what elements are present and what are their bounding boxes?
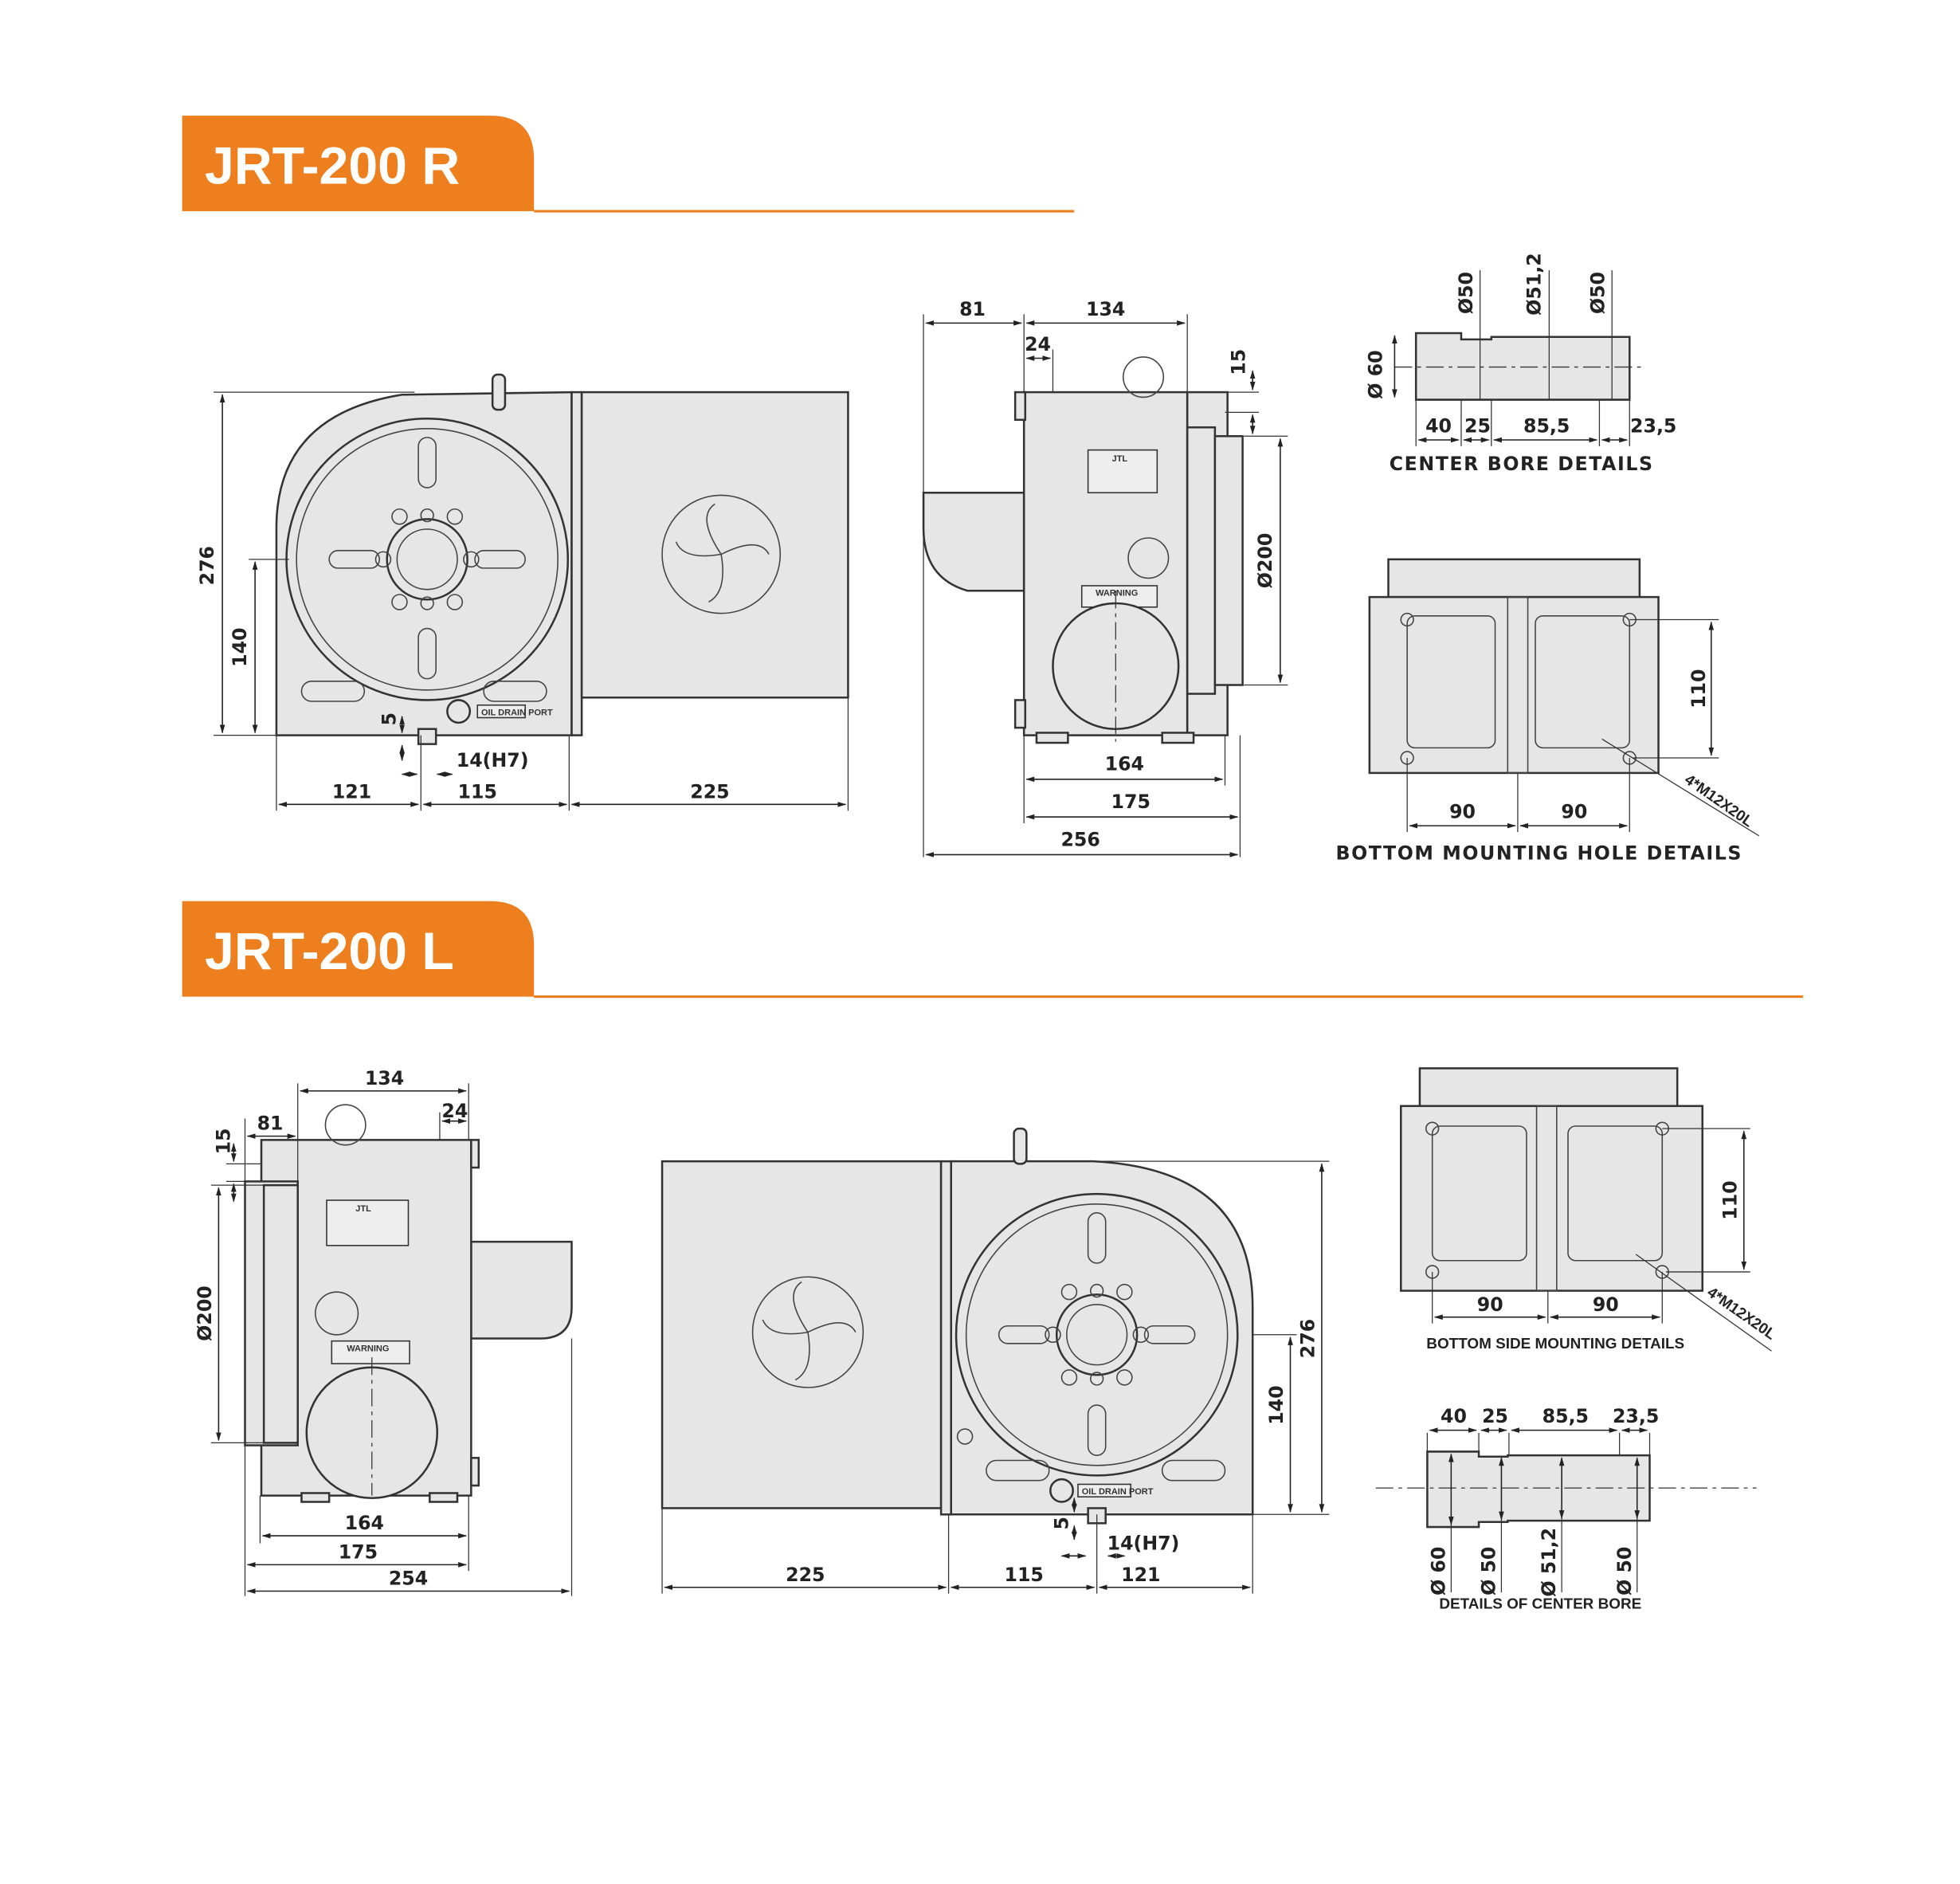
dim-175: 175 xyxy=(1111,791,1151,813)
dim-dia50-b: Ø 50 xyxy=(1613,1547,1636,1596)
dim-14h7: 14(H7) xyxy=(457,749,529,771)
hole-spec: 4*M12X20L xyxy=(1704,1284,1779,1343)
l-front-view: OIL DRAIN PORT xyxy=(661,1127,1254,1525)
dim-85-5: 85,5 xyxy=(1523,415,1570,438)
hole-spec: 4*M12X20L xyxy=(1681,771,1756,830)
dim-dia51-2: Ø 51,2 xyxy=(1538,1528,1560,1597)
caption-center-bore: CENTER BORE DETAILS xyxy=(1390,453,1654,475)
oil-drain-label: OIL DRAIN PORT xyxy=(1082,1487,1154,1497)
dim-25: 25 xyxy=(1482,1405,1508,1427)
dim-90-right: 90 xyxy=(1561,801,1587,823)
dim-81: 81 xyxy=(257,1113,284,1135)
header-jrt-200-r: JRT-200 R xyxy=(182,116,1075,213)
dim-dia60: Ø 60 xyxy=(1365,350,1387,398)
warning-label: WARNING xyxy=(347,1344,389,1353)
dim-115: 115 xyxy=(458,780,497,803)
l-side-dimensions: 134 81 24 15 Ø200 164 175 254 xyxy=(194,1067,573,1596)
dim-164: 164 xyxy=(1105,753,1144,775)
dim-dia51-2: Ø51,2 xyxy=(1523,253,1545,315)
dim-115: 115 xyxy=(1005,1564,1044,1586)
dim-14h7: 14(H7) xyxy=(1107,1532,1180,1554)
dim-90-left: 90 xyxy=(1477,1293,1503,1316)
dim-15: 15 xyxy=(213,1128,235,1154)
dim-140: 140 xyxy=(1265,1385,1288,1424)
dim-134: 134 xyxy=(365,1067,404,1089)
dim-dia50-a: Ø 50 xyxy=(1478,1547,1500,1596)
r-bottom-mounting-detail: 110 90 90 4*M12X20L BOTTOM MOUNTING HOLE… xyxy=(1336,558,1760,865)
dim-24: 24 xyxy=(1025,333,1051,355)
dim-276: 276 xyxy=(1296,1319,1319,1358)
dim-276: 276 xyxy=(196,546,218,585)
header-tab xyxy=(182,116,535,212)
dim-175: 175 xyxy=(339,1541,378,1563)
model-title: JRT-200 L xyxy=(205,922,454,981)
dim-5: 5 xyxy=(1050,1517,1072,1529)
l-side-view: JTL WARNING xyxy=(244,1104,573,1503)
nameplate-brand: JTL xyxy=(355,1204,371,1214)
r-side-dimensions: 81 134 24 15 Ø200 164 175 256 xyxy=(923,298,1288,858)
dim-110: 110 xyxy=(1719,1180,1741,1219)
dim-40: 40 xyxy=(1441,1405,1467,1427)
dim-121: 121 xyxy=(1121,1564,1160,1586)
dim-85-5: 85,5 xyxy=(1543,1405,1589,1427)
warning-label: WARNING xyxy=(1096,589,1138,599)
dim-23-5: 23,5 xyxy=(1613,1405,1659,1427)
oil-drain-label: OIL DRAIN PORT xyxy=(481,708,553,717)
dim-15: 15 xyxy=(1228,349,1250,375)
dim-dia200: Ø200 xyxy=(1254,533,1276,588)
dim-dia200: Ø200 xyxy=(194,1285,216,1340)
header-jrt-200-l: JRT-200 L xyxy=(182,901,1803,999)
dim-90-right: 90 xyxy=(1593,1293,1619,1316)
l-bottom-mounting-detail: 110 90 90 4*M12X20L BOTTOM SIDE MOUNTING… xyxy=(1400,1067,1779,1352)
dim-164: 164 xyxy=(345,1512,384,1534)
dim-81: 81 xyxy=(959,298,986,320)
dim-140: 140 xyxy=(229,628,251,667)
l-front-dimensions: 276 140 5 14(H7) 225 115 121 xyxy=(661,1160,1330,1594)
r-side-view: JTL WARNING xyxy=(922,356,1244,744)
nameplate-brand: JTL xyxy=(1112,454,1128,464)
dim-dia50-b: Ø50 xyxy=(1587,272,1609,314)
r-front-dimensions: 276 140 5 14(H7) 121 115 225 xyxy=(196,391,849,811)
header-tab xyxy=(182,901,535,997)
dim-110: 110 xyxy=(1688,669,1710,708)
dim-5: 5 xyxy=(378,712,401,725)
caption-bottom-side-mounting: BOTTOM SIDE MOUNTING DETAILS xyxy=(1426,1336,1684,1352)
dim-90-left: 90 xyxy=(1449,801,1476,823)
dim-256: 256 xyxy=(1060,828,1100,850)
dim-dia50-a: Ø50 xyxy=(1455,272,1477,314)
dim-225: 225 xyxy=(786,1564,825,1586)
dim-dia60: Ø 60 xyxy=(1427,1547,1449,1596)
caption-details-of-center-bore: DETAILS OF CENTER BORE xyxy=(1439,1596,1641,1613)
dim-225: 225 xyxy=(690,780,729,803)
dim-254: 254 xyxy=(389,1568,428,1590)
dim-24: 24 xyxy=(441,1100,468,1122)
r-center-bore-detail: Ø50 Ø51,2 Ø50 Ø 60 40 25 85,5 23,5 CENTE… xyxy=(1365,253,1677,475)
model-title: JRT-200 R xyxy=(205,136,460,195)
dim-23-5: 23,5 xyxy=(1630,415,1676,438)
dim-40: 40 xyxy=(1425,415,1452,438)
l-center-bore-detail: 40 25 85,5 23,5 Ø 60 Ø 50 Ø 51,2 Ø 50 DE… xyxy=(1375,1405,1757,1613)
dim-121: 121 xyxy=(332,780,371,803)
dim-134: 134 xyxy=(1086,298,1125,320)
r-front-view: OIL DRAIN PORT xyxy=(275,373,849,745)
caption-bottom-mounting: BOTTOM MOUNTING HOLE DETAILS xyxy=(1336,842,1742,865)
dim-25: 25 xyxy=(1464,415,1491,438)
